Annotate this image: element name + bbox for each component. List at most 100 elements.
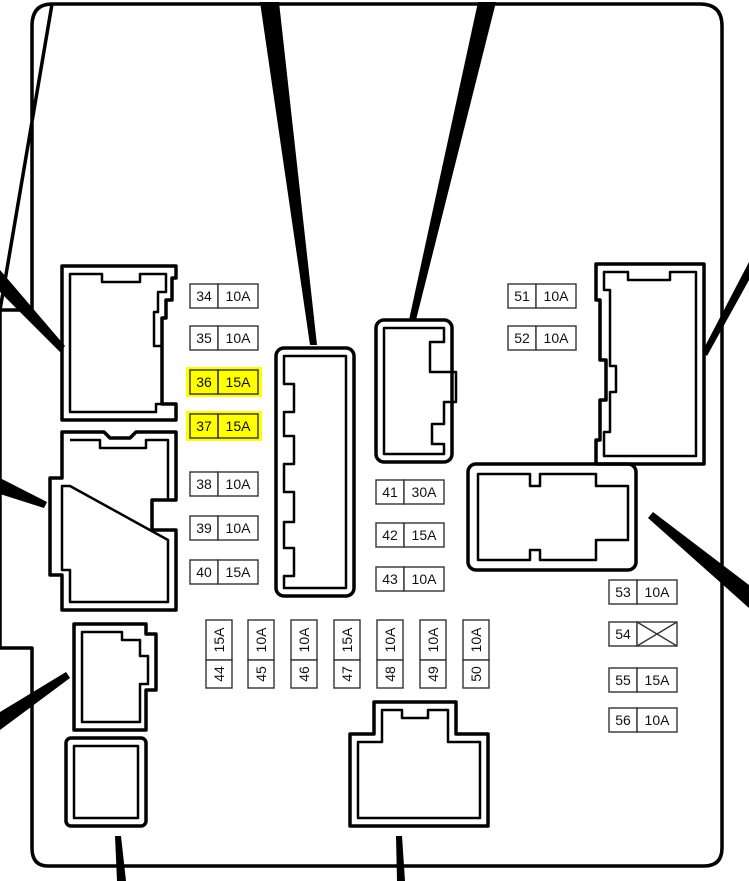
fuse-number: 38 — [196, 476, 212, 492]
fuse-54: 54 — [608, 621, 678, 647]
fuse-highlight — [186, 367, 262, 397]
fuse-number-cell — [608, 667, 638, 693]
fuse-rating: 10A — [468, 627, 484, 653]
fuse-rating: 10A — [226, 288, 252, 304]
fuse-rating-cell — [535, 325, 577, 351]
fuse-number: 49 — [425, 666, 441, 682]
fuse-rating: 10A — [226, 520, 252, 536]
fuse-rating-cell — [217, 413, 259, 439]
fuse-rating-cell — [403, 566, 445, 592]
fuse-number-cell — [462, 659, 490, 689]
fuse-49: 10A 49 — [419, 619, 447, 689]
fuse-highlight — [186, 411, 262, 441]
fuse-number: 34 — [196, 288, 212, 304]
fuse-47: 15A 47 — [333, 619, 361, 689]
fuse-rating-cell — [247, 619, 275, 661]
fuse-number: 37 — [196, 418, 212, 434]
fuse-rating-cell — [217, 369, 259, 395]
connector-upper-center — [374, 318, 458, 464]
fuse-rating: 10A — [412, 571, 438, 587]
leader-line-right-upper — [702, 262, 749, 356]
fuse-rating: 15A — [226, 374, 252, 390]
leader-line-left-mid — [0, 478, 47, 508]
fuse-50: 10A 50 — [462, 619, 490, 689]
fuse-56: 56 10A — [608, 707, 678, 733]
fuse-rating: 10A — [226, 330, 252, 346]
connector-bottom-center — [348, 700, 490, 828]
fuse-53: 53 10A — [608, 579, 678, 605]
fuse-rating: 15A — [211, 627, 227, 653]
fuse-43: 43 10A — [375, 566, 445, 592]
fuse-rating: 10A — [296, 627, 312, 653]
relay-small-left — [72, 622, 158, 732]
fuse-number: 50 — [468, 666, 484, 682]
fuse-rating: 10A — [645, 584, 671, 600]
leader-line-top-center — [260, 2, 317, 345]
fuse-rating: 15A — [339, 627, 355, 653]
fuse-rating: 10A — [544, 330, 570, 346]
fuse-number: 42 — [382, 527, 398, 543]
fuse-rating: 15A — [226, 418, 252, 434]
fuse-number: 53 — [615, 584, 631, 600]
fuse-number-cell — [290, 659, 318, 689]
fuse-number-cell — [376, 659, 404, 689]
leader-line-top-right — [409, 2, 496, 320]
fuse-number-cell — [247, 659, 275, 689]
fuse-rating: 10A — [226, 476, 252, 492]
fuse-rating: 10A — [544, 288, 570, 304]
fuse-rating: 10A — [425, 627, 441, 653]
fuse-rating-cell — [217, 325, 259, 351]
fuse-number: 41 — [382, 484, 398, 500]
relay-wide-right — [466, 462, 638, 572]
fuse-52: 52 10A — [507, 325, 577, 351]
fuse-number-cell — [507, 325, 537, 351]
fuse-51: 51 10A — [507, 283, 577, 309]
fuse-number: 40 — [196, 564, 212, 580]
fuse-38: 38 10A — [189, 471, 259, 497]
fuse-number: 43 — [382, 571, 398, 587]
fuse-rating-cell — [217, 283, 259, 309]
fuse-rating: 10A — [253, 627, 269, 653]
fuse-number: 56 — [615, 712, 631, 728]
fuse-rating-cell — [535, 283, 577, 309]
leader-line-left-lower — [0, 672, 70, 730]
fuse-number-cell — [608, 707, 638, 733]
fuse-rating: 15A — [226, 564, 252, 580]
fuse-34: 34 10A — [189, 283, 259, 309]
fuse-box-outline — [0, 2, 724, 868]
fuse-rating-cell — [636, 707, 678, 733]
fuse-number: 55 — [615, 672, 631, 688]
fuse-rating-cell — [403, 522, 445, 548]
fuse-number-cell — [189, 325, 219, 351]
fuse-number: 52 — [514, 330, 530, 346]
fuse-rating-cell — [636, 667, 678, 693]
fuse-number: 48 — [382, 666, 398, 682]
fuse-number: 46 — [296, 666, 312, 682]
fuse-number: 47 — [339, 666, 355, 682]
empty-slot-cross — [636, 621, 678, 647]
leader-line-bottom-center — [396, 836, 405, 881]
fuse-37: 37 15A — [186, 411, 262, 441]
fuse-rating-cell — [376, 619, 404, 661]
fuse-rating-cell — [205, 619, 233, 661]
fuse-number: 44 — [211, 666, 227, 682]
fuse-number-cell — [608, 579, 638, 605]
fuse-rating: 30A — [412, 484, 438, 500]
fuse-number-cell — [507, 283, 537, 309]
fuse-rating-cell — [217, 471, 259, 497]
relay-mid-left — [48, 430, 178, 612]
fuse-44: 15A 44 — [205, 619, 233, 689]
fuse-rating-cell — [217, 515, 259, 541]
fuse-number-cell — [333, 659, 361, 689]
fuse-rating: 15A — [645, 672, 671, 688]
fuse-46: 10A 46 — [290, 619, 318, 689]
fuse-number-cell — [419, 659, 447, 689]
fuse-number: 51 — [514, 288, 530, 304]
fuse-rating: 10A — [645, 712, 671, 728]
